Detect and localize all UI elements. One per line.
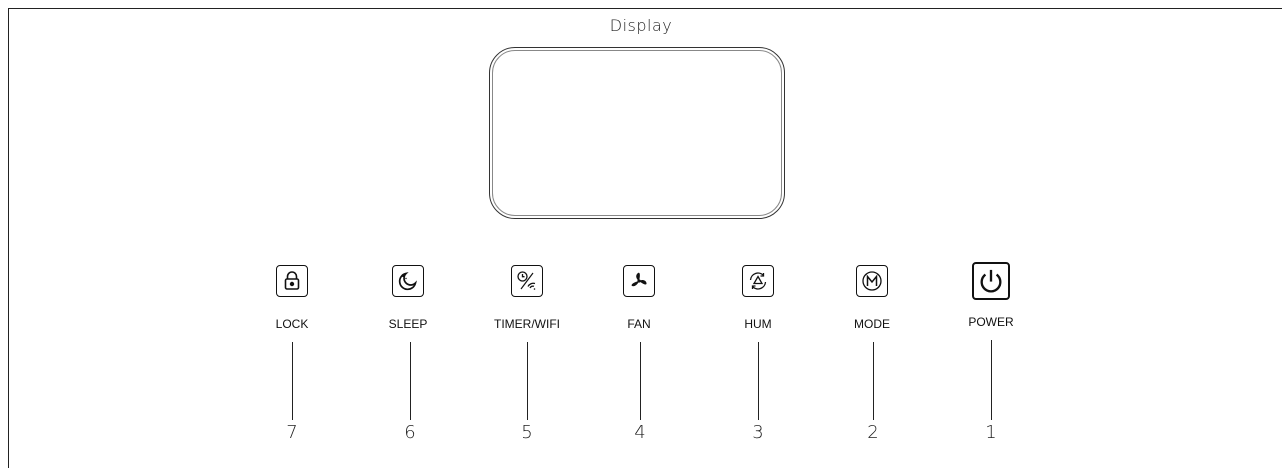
leader-line-fan: [640, 342, 641, 420]
timer-wifi-button[interactable]: TIMER/WIFI: [494, 265, 560, 375]
callout-number-sleep: 6: [404, 422, 416, 443]
leader-line-timer: [527, 342, 528, 420]
hum-button[interactable]: HUM: [728, 265, 788, 375]
fan-icon: [623, 265, 655, 297]
power-button[interactable]: POWER: [961, 262, 1021, 375]
humidity-icon: [742, 265, 774, 297]
leader-line-hum: [758, 342, 759, 420]
power-label: POWER: [968, 315, 1014, 329]
moon-icon: [392, 265, 424, 297]
callout-number-timer: 5: [521, 422, 533, 443]
callout-number-mode: 2: [867, 422, 879, 443]
fan-button[interactable]: FAN: [609, 265, 669, 375]
callout-number-power: 1: [985, 422, 997, 443]
leader-line-lock: [292, 342, 293, 420]
leader-line-mode: [873, 342, 874, 420]
power-icon: [972, 262, 1010, 300]
leader-line-sleep: [410, 342, 411, 420]
callout-number-hum: 3: [752, 422, 764, 443]
hum-label: HUM: [744, 317, 772, 331]
mode-label: MODE: [854, 317, 890, 331]
display-screen: [489, 47, 785, 219]
control-panel-outline: [8, 8, 1282, 468]
mode-button[interactable]: MODE: [842, 265, 902, 375]
callout-number-lock: 7: [286, 422, 298, 443]
leader-line-power: [991, 340, 992, 420]
callout-number-fan: 4: [634, 422, 646, 443]
sleep-label: SLEEP: [388, 317, 428, 331]
sleep-button[interactable]: SLEEP: [378, 265, 438, 375]
timer-wifi-label: TIMER/WIFI: [494, 317, 560, 331]
lock-button[interactable]: LOCK: [262, 265, 322, 375]
lock-icon: [276, 265, 308, 297]
fan-label: FAN: [627, 317, 651, 331]
mode-m-icon: [856, 265, 888, 297]
display-label: Display: [609, 16, 673, 35]
lock-label: LOCK: [275, 317, 309, 331]
timer-wifi-icon: [511, 265, 543, 297]
